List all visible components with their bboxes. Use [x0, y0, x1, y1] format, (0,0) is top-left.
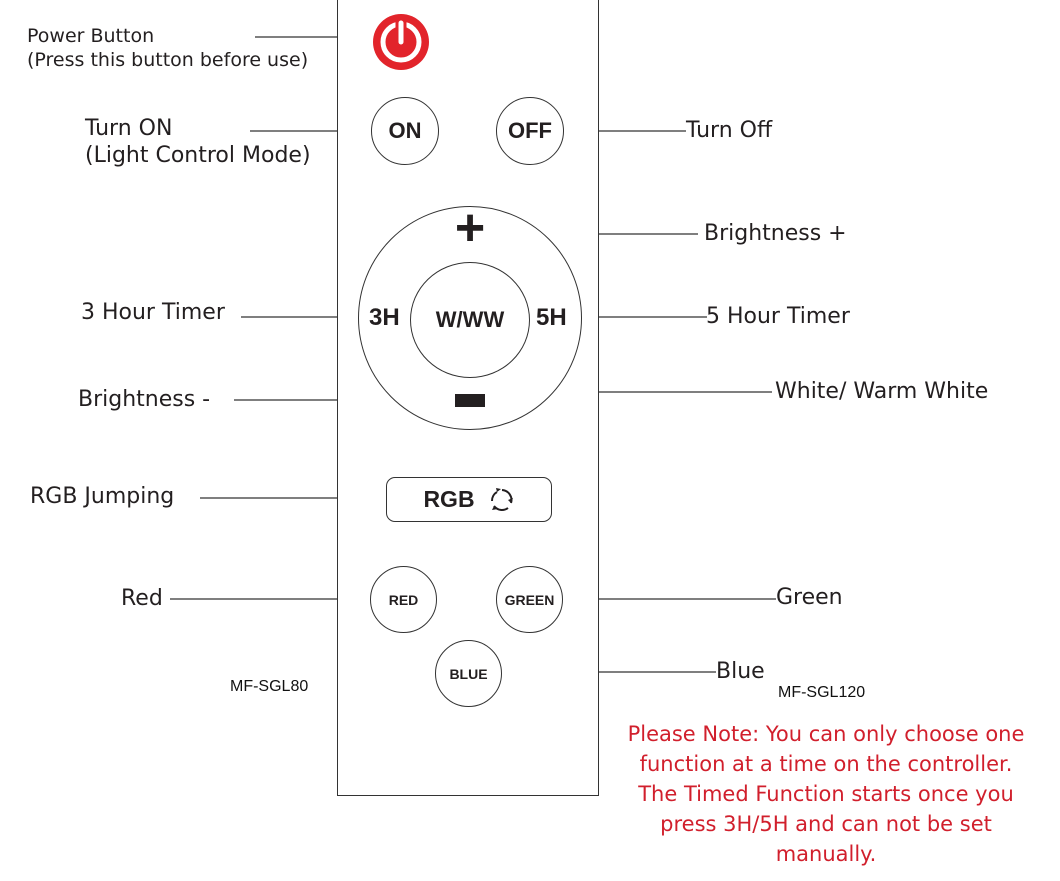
blue-label: Blue	[716, 659, 765, 684]
power-icon	[380, 20, 422, 63]
model-left: MF-SGL80	[230, 678, 309, 695]
white-warm-label: White/ Warm White	[775, 379, 989, 404]
off-button[interactable]: OFF	[496, 97, 564, 165]
cycle-arrows-icon	[490, 487, 513, 511]
brightness-plus-label: Brightness +	[704, 221, 847, 246]
note-line5: manually.	[775, 842, 877, 866]
timer-3h-label: 3 Hour Timer	[81, 300, 225, 325]
control-ring	[358, 206, 582, 430]
on-button[interactable]: ON	[371, 97, 439, 165]
model-right: MF-SGL120	[778, 684, 866, 701]
brightness-minus-label: Brightness -	[78, 387, 211, 412]
turn-on-label-line2: (Light Control Mode)	[85, 143, 311, 168]
timer-5h-label: 5 Hour Timer	[706, 304, 850, 329]
rgb-label: RGB	[423, 486, 475, 512]
power-label: Power Button (Press this button before u…	[27, 24, 308, 72]
rgb-button[interactable]: RGB	[386, 477, 552, 522]
note-line3: The Timed Function starts once you	[638, 782, 1014, 806]
red-button[interactable]: RED	[370, 566, 437, 633]
brightness-plus-button[interactable]: +	[454, 199, 486, 257]
green-button[interactable]: GREEN	[496, 566, 563, 633]
power-button[interactable]	[373, 14, 429, 70]
timer-3h-button[interactable]: 3H	[369, 304, 400, 331]
turn-on-label-line1: Turn ON	[85, 116, 173, 141]
turn-off-label: Turn Off	[686, 118, 773, 143]
note-line2: function at a time on the controller.	[639, 752, 1013, 776]
usage-note: Please Note: You can only choose one fun…	[606, 719, 1046, 869]
power-label-line1: Power Button	[27, 25, 155, 47]
red-label: Red	[121, 586, 163, 611]
turn-on-label: Turn ON (Light Control Mode)	[85, 115, 311, 169]
rgb-jumping-label: RGB Jumping	[30, 484, 175, 509]
power-label-line2: (Press this button before use)	[27, 49, 309, 71]
timer-5h-button[interactable]: 5H	[536, 304, 567, 331]
blue-button[interactable]: BLUE	[435, 640, 502, 707]
green-label: Green	[776, 585, 843, 610]
note-line1: Please Note: You can only choose one	[627, 722, 1025, 746]
www-button[interactable]: W/WW	[410, 262, 530, 378]
note-line4: press 3H/5H and can not be set	[660, 812, 992, 836]
brightness-minus-button[interactable]: −	[455, 394, 485, 407]
